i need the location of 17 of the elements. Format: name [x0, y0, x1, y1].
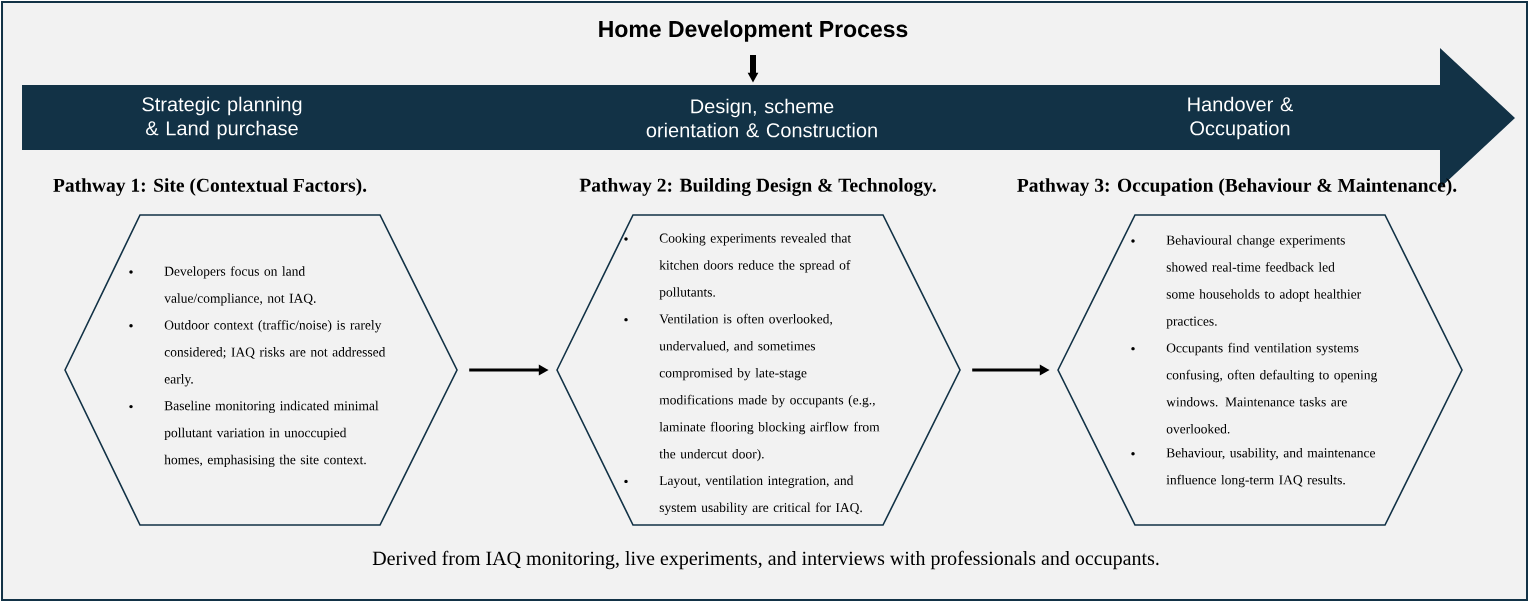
bullet-text: Ventilation is often overlooked, undervalued, and sometimes compromised by late-stage modifications made by occupants (e.g., laminate flooring blocking airflow from the undercut door).	[659, 313, 880, 462]
bullet-text: Behaviour, usability, and maintenance influence long-term IAQ results.	[1166, 447, 1375, 488]
diagram-title: Home Development Process	[599, 20, 908, 42]
stage-label: Handover & Occupation	[1188, 96, 1293, 140]
stage-label: Design, scheme orientation & Construction	[646, 98, 877, 138]
bullet-text: Layout, ventilation integration, and system usability are critical for IAQ.	[659, 475, 862, 515]
bullet-text: Cooking experiments revealed that kitchen doors reduce the spread of pollutants.	[659, 233, 852, 300]
bullet-text: Outdoor context (traffic/noise) is rarely considered; IAQ risks are not addressed early.	[164, 320, 386, 387]
bullet-text: Occupants find ventilation systems confusing, often defaulting to opening windows. Maintenance tasks are overlooked.	[1166, 342, 1378, 434]
pathway-heading: Pathway 3: Occupation (Behaviour & Maintenance).	[1017, 178, 1457, 196]
bullet-text: Behavioural change experiments showed real-time feedback led some households to adopt healthier practices.	[1166, 235, 1362, 329]
bullet-text: Baseline monitoring indicated minimal pollutant variation in unoccupied homes, emphasising the site context.	[164, 400, 379, 468]
pathway-heading: Pathway 1: Site (Contextual Factors).	[53, 178, 367, 196]
pathway-heading: Pathway 2: Building Design & Technology.	[579, 178, 936, 196]
caption: Derived from IAQ monitoring, live experiments, and interviews with professionals and occupants.	[372, 550, 1159, 570]
stage-label: Strategic planning & Land purchase	[142, 96, 302, 140]
bullet-text: Developers focus on land value/compliance, not IAQ.	[164, 266, 316, 306]
